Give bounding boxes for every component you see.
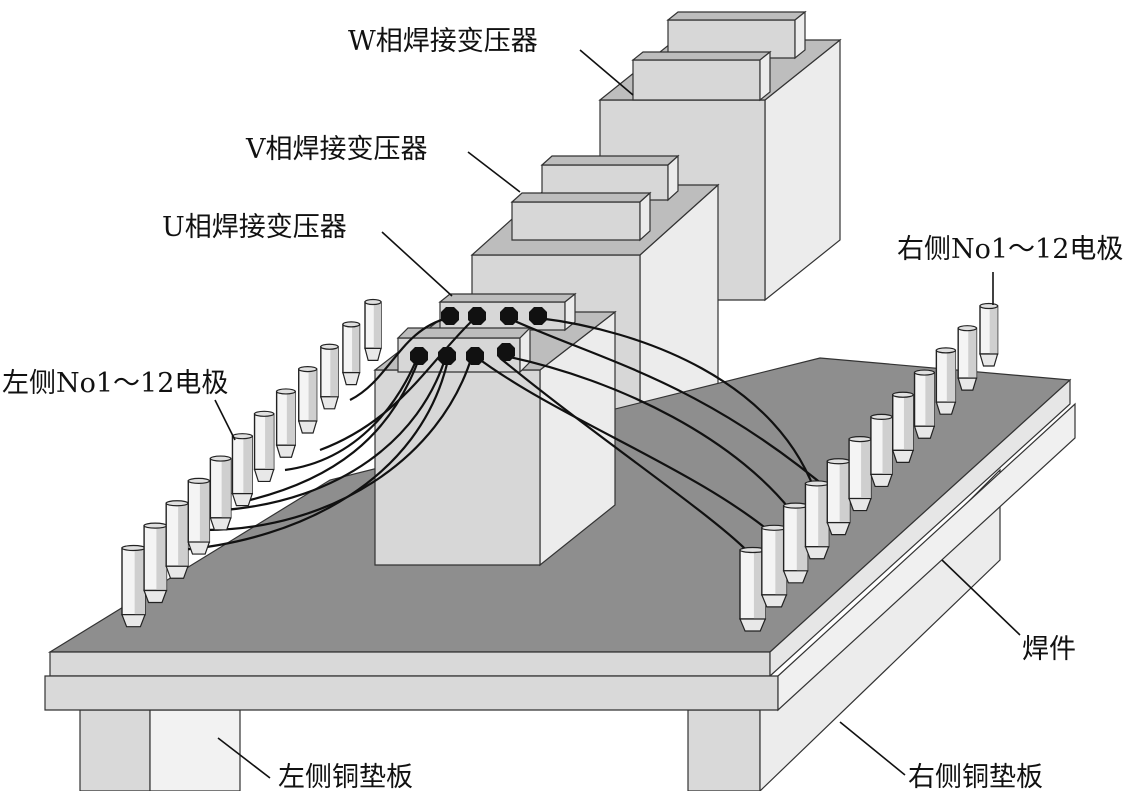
electrode xyxy=(848,435,872,512)
u-transformer xyxy=(373,292,617,567)
octagon-terminal-icon xyxy=(468,307,486,325)
left-copper-pad-label: 左侧铜垫板 xyxy=(278,762,413,791)
electrode xyxy=(165,500,189,579)
left-electrodes-label: 左侧No1～12电极 xyxy=(2,368,228,399)
workpiece-label: 焊件 xyxy=(1022,634,1076,665)
electrode xyxy=(891,391,914,463)
terminals xyxy=(410,307,547,365)
electrode xyxy=(935,347,957,415)
cables xyxy=(179,316,836,557)
electrode xyxy=(209,455,232,531)
electrode xyxy=(231,433,254,507)
electrode xyxy=(275,388,296,458)
electrode xyxy=(364,298,382,361)
leader-lines xyxy=(214,49,1021,779)
right-copper-pad-label: 右侧铜垫板 xyxy=(908,762,1043,791)
w-transformer xyxy=(598,10,842,302)
electrode xyxy=(320,343,339,410)
electrode xyxy=(739,546,767,632)
v-transformer-label: V相焊接变压器 xyxy=(245,134,428,165)
electrode xyxy=(957,325,978,391)
electrode xyxy=(913,369,936,439)
octagon-terminal-icon xyxy=(500,307,518,325)
right-electrodes-label: 右侧No1～12电极 xyxy=(897,234,1123,265)
electrode xyxy=(804,480,830,560)
electrode xyxy=(342,321,361,386)
octagon-terminal-icon xyxy=(497,343,515,361)
octagon-terminal-icon xyxy=(441,307,459,325)
octagon-terminal-icon xyxy=(466,347,484,365)
octagon-terminal-icon xyxy=(410,347,428,365)
w-transformer-label: W相焊接变压器 xyxy=(348,26,538,57)
electrode xyxy=(979,302,999,367)
electrode xyxy=(253,410,275,483)
electrode xyxy=(143,522,168,604)
octagon-terminal-icon xyxy=(438,347,456,365)
electrode xyxy=(760,524,788,608)
left-copper-pad xyxy=(79,709,241,791)
octagon-terminal-icon xyxy=(529,307,547,325)
electrode xyxy=(826,458,851,536)
electrode xyxy=(121,544,146,628)
right-electrode-row xyxy=(739,302,999,632)
electrode xyxy=(782,502,809,584)
u-transformer-label: U相焊接变压器 xyxy=(162,212,347,243)
left-electrode-row xyxy=(121,298,382,628)
electrode xyxy=(870,413,893,488)
electrode xyxy=(297,365,318,434)
electrode xyxy=(187,477,211,555)
